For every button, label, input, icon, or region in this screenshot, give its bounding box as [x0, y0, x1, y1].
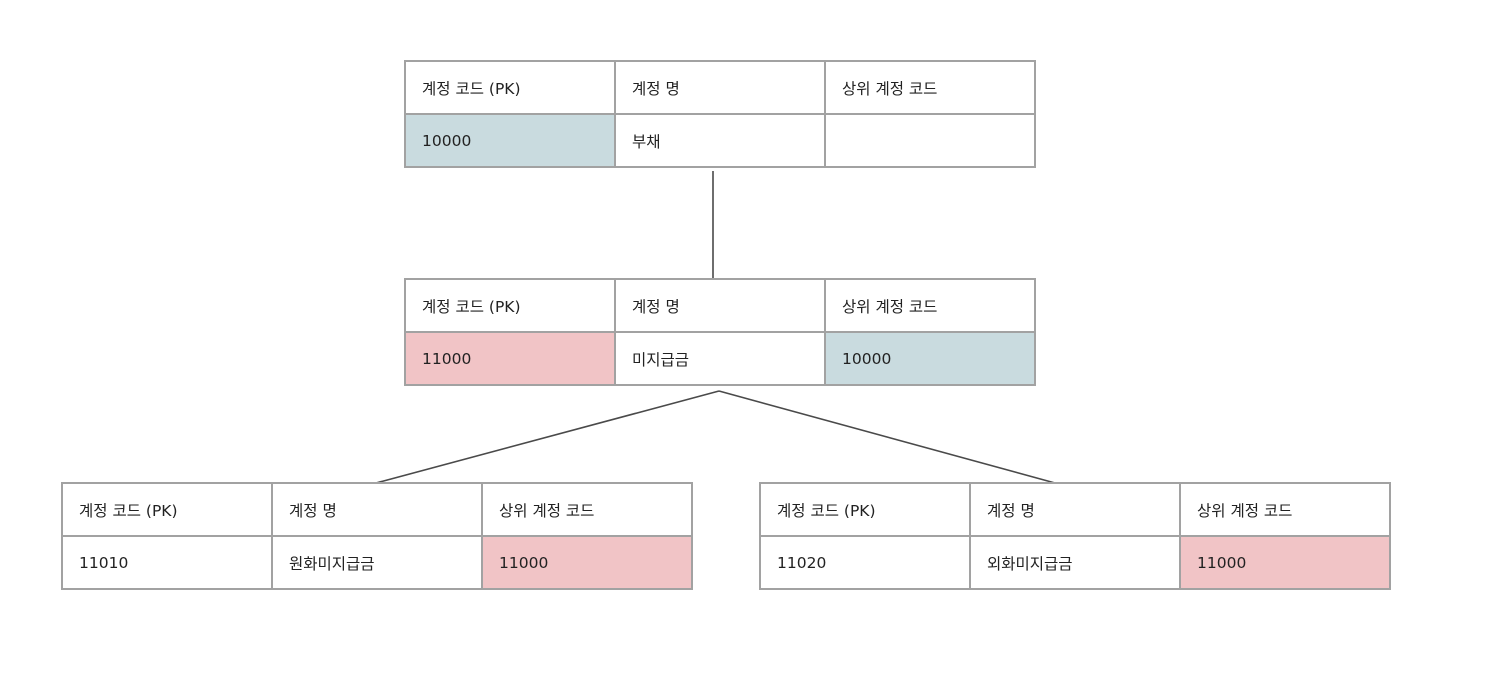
cell-account-name: 부채 [614, 113, 826, 168]
table-row: 11010 원화미지급금 11000 [61, 535, 693, 590]
header-account-code: 계정 코드 (PK) [759, 482, 971, 537]
cell-account-code: 11010 [61, 535, 273, 590]
cell-parent-account-code: 10000 [824, 331, 1036, 386]
cell-account-name: 외화미지급금 [969, 535, 1181, 590]
cell-account-code: 10000 [404, 113, 616, 168]
header-parent-account-code: 상위 계정 코드 [1179, 482, 1391, 537]
connector-mid-to-left [375, 390, 720, 484]
cell-account-code: 11020 [759, 535, 971, 590]
cell-parent-account-code [824, 113, 1036, 168]
header-account-name: 계정 명 [614, 278, 826, 333]
header-account-code: 계정 코드 (PK) [61, 482, 273, 537]
header-account-name: 계정 명 [271, 482, 483, 537]
header-account-code: 계정 코드 (PK) [404, 278, 616, 333]
cell-parent-account-code: 11000 [481, 535, 693, 590]
header-parent-account-code: 상위 계정 코드 [481, 482, 693, 537]
table-header-row: 계정 코드 (PK) 계정 명 상위 계정 코드 [404, 278, 1036, 333]
table-header-row: 계정 코드 (PK) 계정 명 상위 계정 코드 [759, 482, 1391, 537]
cell-parent-account-code: 11000 [1179, 535, 1391, 590]
table-row: 11000 미지급금 10000 [404, 331, 1036, 386]
connector-mid-to-right [718, 390, 1056, 484]
table-row: 10000 부채 [404, 113, 1036, 168]
account-table-root: 계정 코드 (PK) 계정 명 상위 계정 코드 10000 부채 [404, 60, 1036, 168]
account-table-right: 계정 코드 (PK) 계정 명 상위 계정 코드 11020 외화미지급금 11… [759, 482, 1391, 590]
account-table-left: 계정 코드 (PK) 계정 명 상위 계정 코드 11010 원화미지급금 11… [61, 482, 693, 590]
header-account-name: 계정 명 [969, 482, 1181, 537]
header-parent-account-code: 상위 계정 코드 [824, 278, 1036, 333]
cell-account-code: 11000 [404, 331, 616, 386]
header-parent-account-code: 상위 계정 코드 [824, 60, 1036, 115]
cell-account-name: 원화미지급금 [271, 535, 483, 590]
header-account-name: 계정 명 [614, 60, 826, 115]
table-header-row: 계정 코드 (PK) 계정 명 상위 계정 코드 [61, 482, 693, 537]
cell-account-name: 미지급금 [614, 331, 826, 386]
table-row: 11020 외화미지급금 11000 [759, 535, 1391, 590]
header-account-code: 계정 코드 (PK) [404, 60, 616, 115]
account-table-mid: 계정 코드 (PK) 계정 명 상위 계정 코드 11000 미지급금 1000… [404, 278, 1036, 386]
table-header-row: 계정 코드 (PK) 계정 명 상위 계정 코드 [404, 60, 1036, 115]
